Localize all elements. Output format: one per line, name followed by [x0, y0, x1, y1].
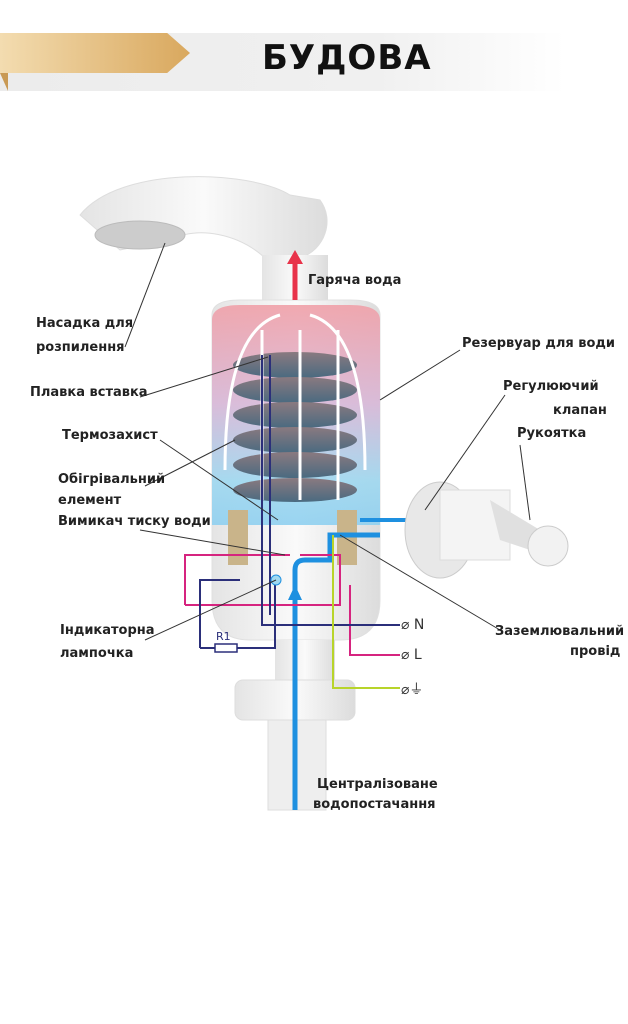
terminal-l: ⌀ L [401, 647, 422, 663]
cold-water-pipe [292, 532, 380, 810]
terminal-ground-icon: ⌀⏚ [401, 682, 424, 698]
label-nozzle-2: розпилення [36, 340, 125, 355]
label-ground-2: провід [570, 644, 621, 659]
wiring [184, 355, 400, 689]
leader-lines [124, 242, 531, 641]
terminal-l-label: L [413, 647, 422, 663]
terminal-n: ⌀ N [401, 617, 425, 633]
label-indicator-1: Індикаторна [60, 623, 155, 638]
label-valve-1: Регулюючий [503, 379, 599, 394]
label-handle: Рукоятка [517, 426, 587, 441]
label-valve-2: клапан [553, 403, 607, 418]
label-ground-1: Заземлювальний [495, 624, 625, 639]
label-fuse: Плавка вставка [30, 385, 148, 400]
resistor-label: R1 [216, 630, 231, 643]
spray-nozzle [94, 220, 186, 250]
label-heater-1: Обігрівальний [58, 472, 166, 487]
label-nozzle-1: Насадка для [36, 316, 134, 331]
label-thermal: Термозахист [62, 428, 158, 443]
label-supply-1: Централізоване [317, 777, 438, 792]
terminal-n-label: N [413, 617, 425, 633]
heating-coil [233, 352, 357, 502]
resistor-r1 [214, 643, 238, 653]
label-indicator-2: лампочка [60, 646, 134, 661]
gold-ribbon [0, 33, 190, 73]
page-title: БУДОВА [262, 38, 432, 78]
label-tank: Резервуар для води [462, 336, 615, 351]
ribbon-fold [0, 73, 8, 91]
label-pressure-switch: Вимикач тиску води [58, 514, 211, 529]
label-hot-water: Гаряча вода [308, 273, 402, 288]
label-heater-2: елемент [58, 493, 122, 508]
label-supply-2: водопостачання [313, 797, 436, 812]
